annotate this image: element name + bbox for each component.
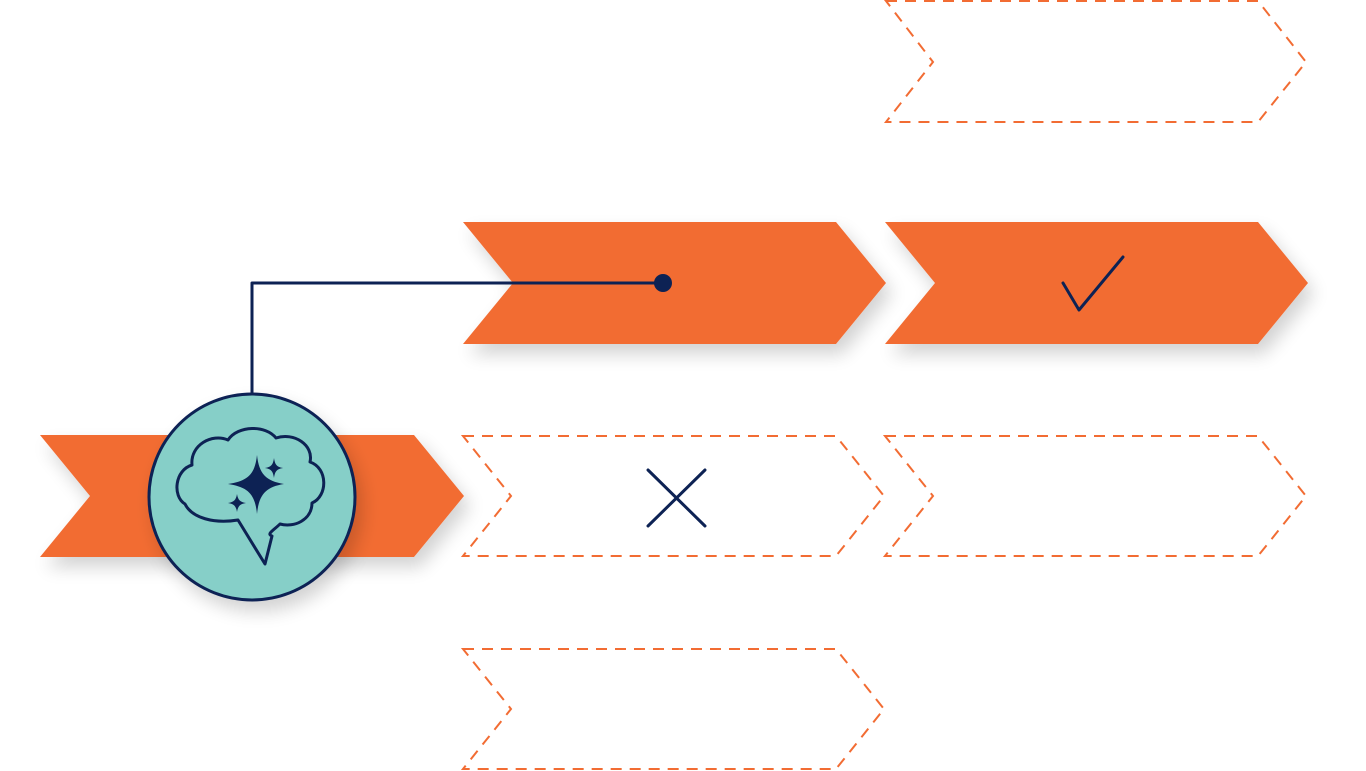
chevron-step-row1-col3	[885, 222, 1308, 344]
connector-line	[250, 281, 665, 402]
chevron-step-row1-col2	[463, 222, 886, 344]
chevron-step-row2-col2	[460, 435, 886, 557]
connector-dot-icon	[654, 274, 672, 292]
chevron-step-row3-col2	[460, 648, 886, 770]
checkmark-icon	[1061, 255, 1125, 312]
brain-sparkle-speech-bubble-icon	[147, 392, 357, 602]
chevron-step-row0-col3	[883, 0, 1308, 123]
chevron-step-row2-col3	[882, 435, 1308, 557]
x-mark-icon	[646, 468, 707, 528]
